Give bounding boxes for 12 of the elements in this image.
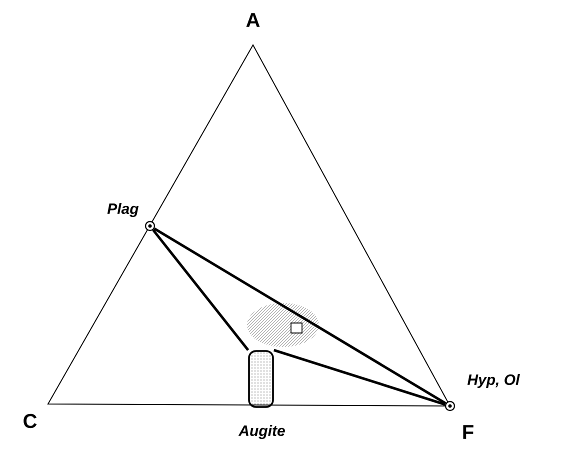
point-symbol <box>444 400 456 412</box>
point-label: Augite <box>238 425 285 439</box>
point-symbol <box>144 220 156 232</box>
point-label: Plag <box>107 203 139 217</box>
corner-label: C <box>24 414 37 428</box>
point-label: Hyp, Ol <box>467 374 520 388</box>
corner-label: F <box>463 425 474 439</box>
tie-line <box>154 228 446 404</box>
tie-line <box>274 348 446 406</box>
tie-line <box>152 229 250 351</box>
stippled-field <box>248 350 274 408</box>
corner-label: A <box>246 13 260 27</box>
